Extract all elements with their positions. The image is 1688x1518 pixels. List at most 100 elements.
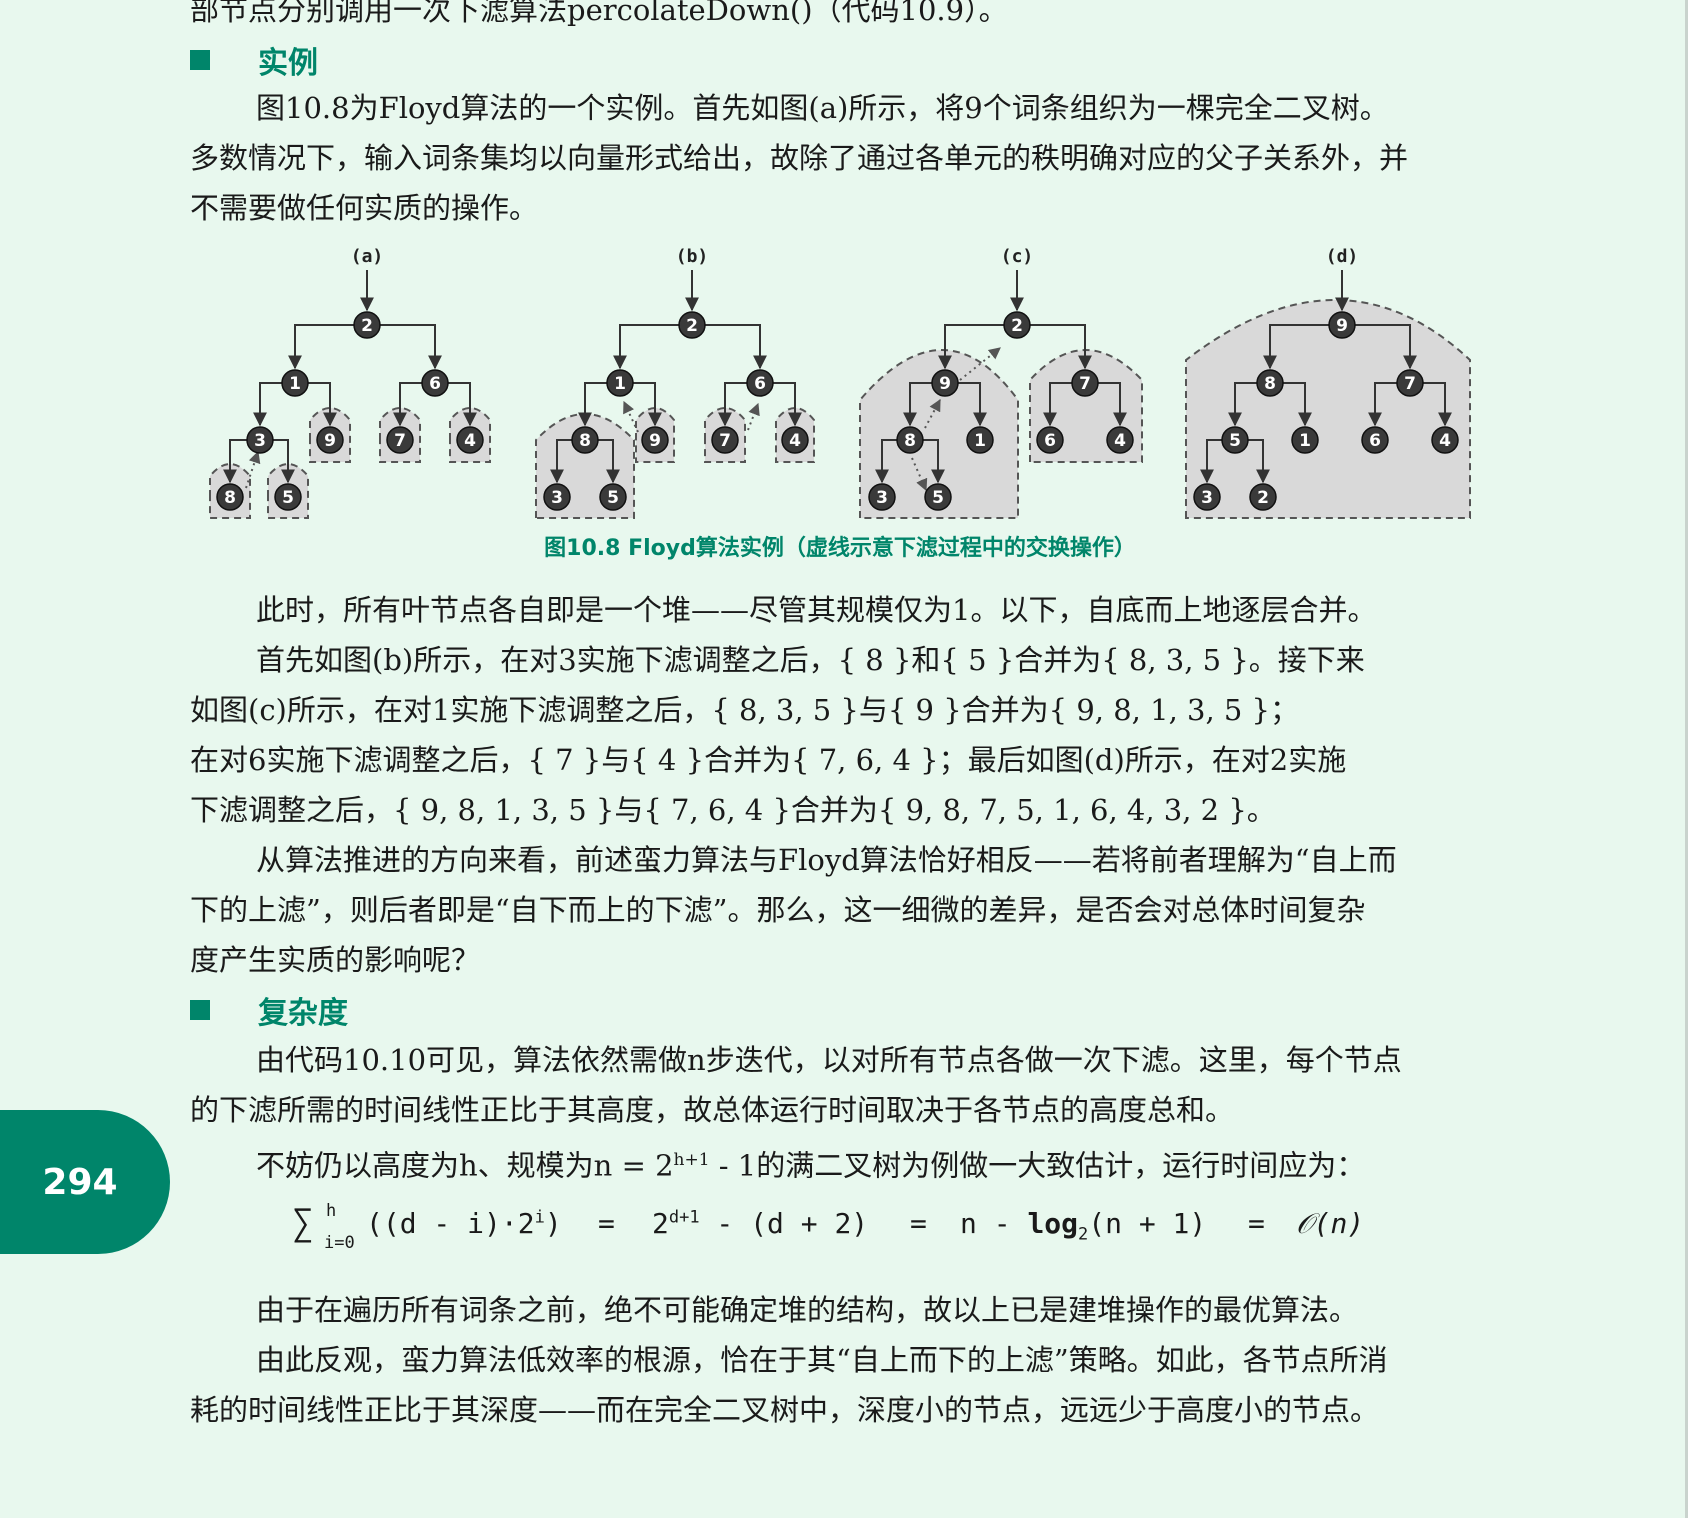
tree-node-label: 6: [429, 374, 441, 394]
tree-node-label: 2: [686, 316, 698, 336]
tree-node-label: 8: [904, 431, 916, 451]
tree-node-label: 9: [939, 374, 951, 394]
page-edge: [1685, 0, 1688, 1518]
section-title: 实例: [258, 46, 318, 81]
tree-node-label: 8: [1264, 374, 1276, 394]
tree-node-label: 2: [361, 316, 373, 336]
tree-node-label: 5: [607, 488, 619, 508]
tree-node: [1071, 369, 1099, 397]
tree-node: [571, 426, 599, 454]
tree-node-label: 4: [464, 431, 476, 451]
equals-sign: =: [1248, 1207, 1265, 1240]
swap-arrow: [747, 402, 760, 431]
section-complexity: 复杂度: [190, 988, 348, 1032]
figure-caption: 图10.8 Floyd算法实例（虚线示意下滤过程中的交换操作）: [544, 536, 1136, 561]
tree-node-label: 3: [1201, 488, 1213, 508]
tree-node-label: 1: [974, 431, 986, 451]
tree-node-label: 9: [649, 431, 661, 451]
paragraph-line: 由此反观，蛮力算法低效率的根源，恰在于其“自上而下的上滤”策略。如此，各节点所消: [256, 1343, 1388, 1377]
sigma-symbol: ∑: [292, 1203, 314, 1244]
equals-sign: =: [910, 1207, 927, 1240]
paragraph-line: 首先如图(b)所示，在对3实施下滤调整之后，{ 8 }和{ 5 }合并为{ 8,…: [256, 643, 1365, 677]
tree-node-label: 9: [324, 431, 336, 451]
tree-node: [421, 369, 449, 397]
tree-edge: [288, 324, 367, 370]
tree-node-label: 5: [282, 488, 294, 508]
panel-label: (b): [676, 246, 709, 267]
tree-node-label: 4: [1114, 431, 1126, 451]
paragraph-line: 下滤调整之后，{ 9, 8, 1, 3, 5 }与{ 7, 6, 4 }合并为{…: [190, 793, 1276, 827]
formula-term: 𝒪(n): [1296, 1207, 1365, 1240]
heap-region: [859, 349, 1019, 519]
tree-node: [1256, 369, 1284, 397]
paragraph-line: 此时，所有叶节点各自即是一个堆——尽管其规模仅为1。以下，自底而上地逐层合并。: [256, 593, 1377, 627]
paragraph-line: 度产生实质的影响呢？: [190, 943, 481, 977]
paragraph-line: 从算法推进的方向来看，前述蛮力算法与Floyd算法恰好相反——若将前者理解为“自…: [256, 843, 1397, 877]
tree-node: [746, 369, 774, 397]
tree-node-label: 2: [1011, 316, 1023, 336]
tree-node: [456, 426, 484, 454]
tree-node: [641, 426, 669, 454]
tree-node: [543, 483, 571, 511]
sigma-upper: h: [326, 1201, 337, 1221]
tree-node: [1003, 311, 1031, 339]
tree-node: [1396, 369, 1424, 397]
heap-region: [1185, 299, 1471, 519]
tree-node-label: 8: [579, 431, 591, 451]
tree-node-label: 1: [1299, 431, 1311, 451]
formula-term: ((d - i)·2i): [366, 1207, 562, 1240]
tree-node: [353, 311, 381, 339]
tree-node: [896, 426, 924, 454]
tree-node-label: 7: [394, 431, 406, 451]
paragraph-line: 下的上滤”，则后者即是“自下而上的下滤”。那么，这一细微的差异，是否会对总体时间…: [190, 893, 1366, 927]
tree-node-label: 7: [1079, 374, 1091, 394]
tree-node: [1431, 426, 1459, 454]
tree-node: [386, 426, 414, 454]
tree-edge: [692, 324, 767, 370]
tree-node: [1328, 311, 1356, 339]
paragraph-line: 耗的时间线性正比于其深度——而在完全二叉树中，深度小的节点，远远少于高度小的节点…: [190, 1393, 1380, 1427]
tree-node-label: 1: [614, 374, 626, 394]
tree-edge: [1342, 324, 1417, 370]
tree-edge: [367, 324, 442, 370]
tree-node: [1221, 426, 1249, 454]
tree-node-label: 6: [1369, 431, 1381, 451]
tree-node-label: 9: [1336, 316, 1348, 336]
tree-node-label: 5: [1229, 431, 1241, 451]
tree-node: [1361, 426, 1389, 454]
paragraph-line: 在对6实施下滤调整之后，{ 7 }与{ 4 }合并为{ 7, 6, 4 }；最后…: [190, 743, 1347, 777]
panel-label: (a): [351, 246, 384, 267]
formula-term: 2d+1 - (d + 2): [652, 1207, 869, 1240]
tree-node-label: 6: [754, 374, 766, 394]
tree-node: [1106, 426, 1134, 454]
text-run: - 1的满二叉树为例做一大致估计，运行时间应为：: [709, 1148, 1366, 1183]
text-run: 不妨仍以高度为h、规模为n = 2: [256, 1148, 674, 1183]
paragraph-line: 的下滤所需的时间线性正比于其高度，故总体运行时间取决于各节点的高度总和。: [190, 1093, 1235, 1127]
section-title: 复杂度: [258, 996, 348, 1031]
sigma-lower: i=0: [324, 1233, 355, 1253]
tree-node: [868, 483, 896, 511]
tree-node: [924, 483, 952, 511]
exponent: h+1: [673, 1150, 710, 1170]
tree-node-label: 4: [1439, 431, 1451, 451]
tree-node-label: 3: [551, 488, 563, 508]
tree-node-label: 7: [719, 431, 731, 451]
paragraph-line: 图10.8为Floyd算法的一个实例。首先如图(a)所示，将9个词条组织为一棵完…: [256, 91, 1389, 125]
tree-node: [1036, 426, 1064, 454]
tree-node: [246, 426, 274, 454]
paragraph-line: 不需要做任何实质的操作。: [190, 191, 539, 225]
top-line: 部节点分别调用一次下滤算法percolateDown()（代码10.9）。: [190, 0, 1008, 27]
section-example: 实例: [190, 38, 318, 82]
section-bullet-icon: [190, 50, 210, 70]
tree-node-label: 4: [789, 431, 801, 451]
paragraph-line: 多数情况下，输入词条集均以向量形式给出，故除了通过各单元的秩明确对应的父子关系外…: [190, 141, 1409, 175]
tree-node: [678, 311, 706, 339]
panel-label: (d): [1326, 246, 1359, 267]
tree-node: [1249, 483, 1277, 511]
tree-node: [711, 426, 739, 454]
tree-edge: [1017, 324, 1092, 370]
panel-label: (c): [1001, 246, 1034, 267]
page-number-tab: 294: [0, 1110, 170, 1254]
equals-sign: =: [598, 1207, 615, 1240]
swap-arrow: [245, 450, 261, 489]
